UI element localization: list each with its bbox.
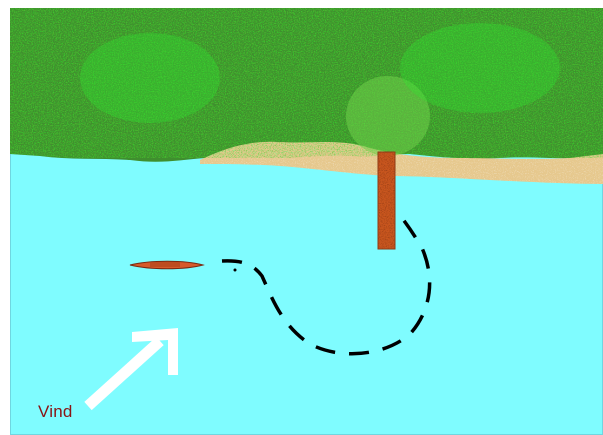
sailing-path <box>222 218 430 354</box>
wind-arrow-icon <box>88 328 178 406</box>
shore <box>10 8 603 186</box>
wind-label: Vind <box>38 402 73 422</box>
pier-icon <box>378 152 395 249</box>
harbor-scene <box>10 8 603 435</box>
boat-icon <box>130 261 203 269</box>
scene-canvas <box>10 8 603 435</box>
path-dot <box>234 269 237 272</box>
canopy-clump <box>400 23 560 113</box>
canopy-clump <box>80 33 220 123</box>
